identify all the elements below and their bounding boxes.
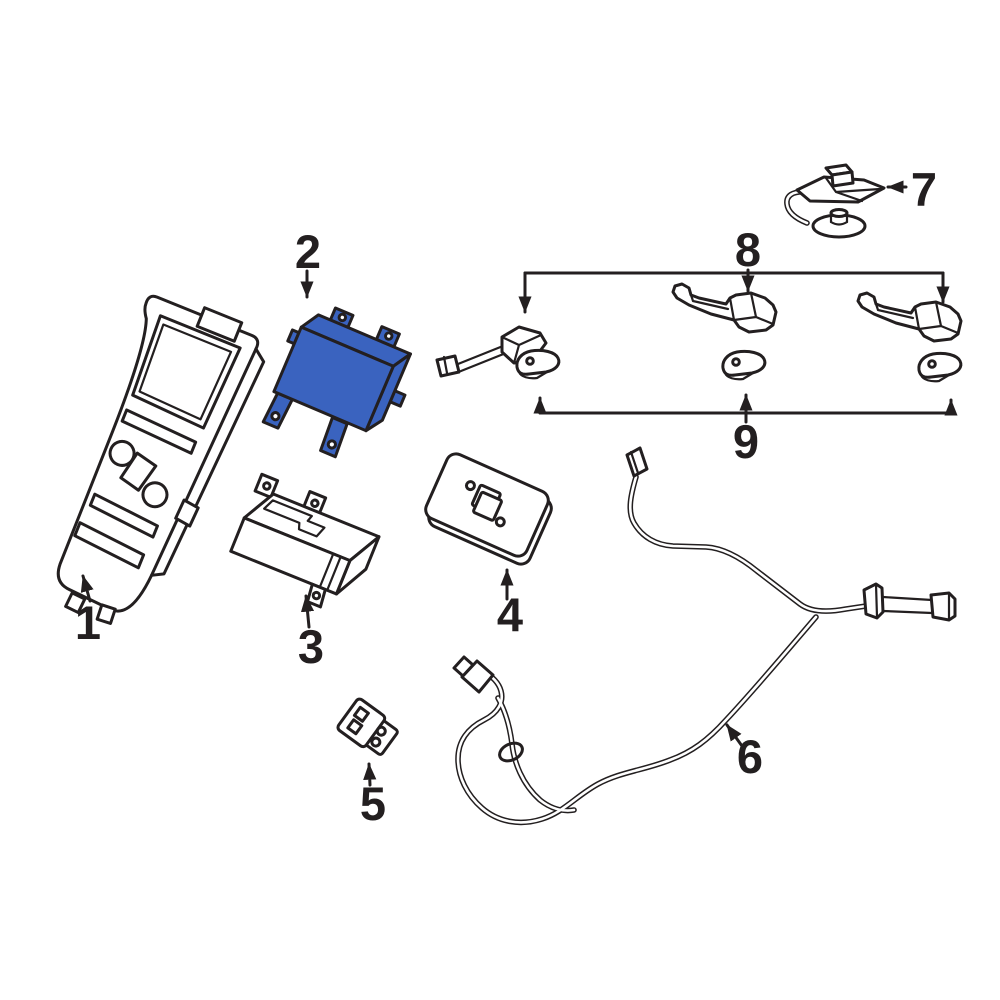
harness-retainer-ring <box>498 741 524 763</box>
callout-8-lines <box>518 268 950 314</box>
bezel-side-wall <box>150 347 266 577</box>
chassis-front-face <box>229 516 352 596</box>
callout-3-label: 3 <box>298 620 324 673</box>
callout-3-arrow <box>300 594 315 629</box>
part-8-bracket-right <box>856 291 963 343</box>
part-3-radio-chassis <box>229 472 381 609</box>
part-6-wiring-harness <box>452 446 957 822</box>
callout-2-label: 2 <box>295 225 321 278</box>
part-2-highlighted-module <box>261 306 412 459</box>
module-foot-right <box>319 416 349 459</box>
part-9-clip-right <box>917 351 963 383</box>
harness-grommet <box>862 582 885 620</box>
callout-5-label: 5 <box>360 777 386 830</box>
antenna-plate <box>795 175 886 204</box>
part-9-clip-center <box>721 349 767 381</box>
bezel-center-vent <box>119 451 158 492</box>
module-front-face <box>272 325 395 433</box>
callout-9-label: 9 <box>733 415 759 468</box>
part-9-clip-left <box>515 348 561 380</box>
bezel-lower-slots <box>73 492 159 570</box>
bezel-top-notch <box>195 306 244 343</box>
callout-4-label: 4 <box>497 588 523 641</box>
bezel-side-tab <box>174 498 200 528</box>
bezel-feet <box>64 591 117 625</box>
callout-6-label: 6 <box>737 730 763 783</box>
harness-pigtail-connector <box>460 659 495 694</box>
callout-1-arrow <box>80 574 94 603</box>
bezel-upper-slot <box>120 408 198 455</box>
part-7-antenna-module <box>784 163 886 239</box>
chassis-t-cutout <box>263 499 326 538</box>
callout-8-label: 8 <box>735 223 761 276</box>
callout-7-label: 7 <box>911 163 937 216</box>
harness-end-connector <box>929 591 957 622</box>
part-5-connector-block <box>336 697 399 756</box>
callout-5-arrow <box>363 762 377 787</box>
bezel-right-knob <box>141 481 169 509</box>
callout-labels: 1 2 3 4 5 6 7 8 9 <box>75 163 937 830</box>
part-1-instrument-panel-bezel <box>56 294 266 625</box>
callout-6-arrow <box>725 723 744 748</box>
callout-1-label: 1 <box>75 596 101 649</box>
callout-arrows <box>80 180 908 787</box>
diagram-art: 1 2 3 4 5 6 7 8 9 <box>56 163 963 830</box>
antenna-base-disc <box>811 213 867 239</box>
callout-9-lines <box>540 395 958 424</box>
module-connector <box>472 490 503 522</box>
part-4-control-module <box>424 452 553 566</box>
part-8-bracket-center <box>671 282 778 334</box>
